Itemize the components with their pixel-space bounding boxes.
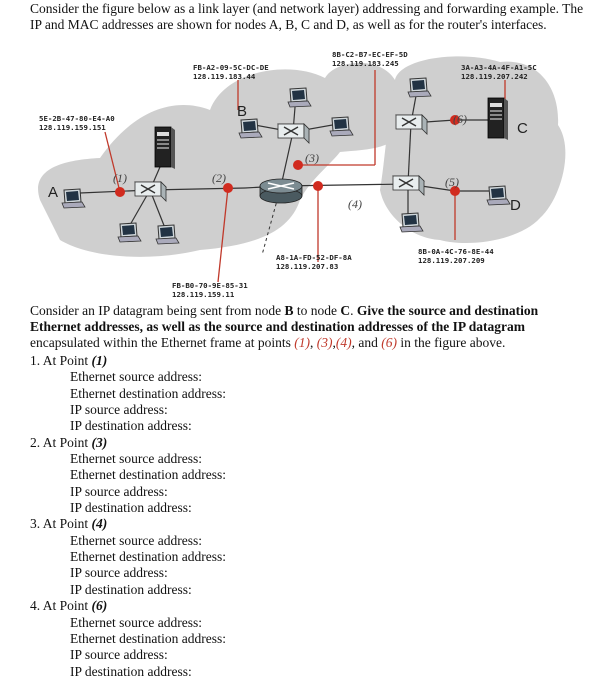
interface-dots (115, 115, 460, 197)
addr-d-ip: 128.119.207.209 (418, 256, 485, 265)
eth-src-field: Ethernet source address: (70, 614, 202, 630)
ip-src-field: IP source address: (70, 565, 168, 581)
eth-dst-field: Ethernet destination address: (70, 549, 226, 565)
intro-paragraph: Consider the figure below as a link laye… (30, 1, 584, 32)
question-point-ref: (1) (294, 335, 311, 350)
question-point-ref: (3) (316, 335, 333, 350)
ip-dst-field: IP destination address: (70, 581, 192, 597)
item-label: 1. At Point (30, 353, 92, 368)
addr-router-4-ip: 128.119.207.83 (276, 262, 338, 271)
item-heading: 4. At Point (6) (30, 598, 226, 614)
question-text: to node (293, 303, 341, 318)
node-c-server-icon (487, 97, 509, 141)
question-bold-text: Give the source and destination Ethernet… (30, 303, 539, 334)
question-text: , and (351, 335, 382, 350)
question-text: encapsulated within the Ethernet frame a… (30, 335, 295, 350)
question-text: in the figure above. (397, 335, 506, 350)
addr-a-mac: 5E-2B-47-80-E4-A0 (39, 114, 115, 123)
item-point: (6) (91, 598, 108, 614)
answer-item-1: 1. At Point (1) Ethernet source address:… (30, 353, 226, 435)
addr-d-mac: 8B-0A-4C-76-8E-44 (418, 247, 494, 256)
item-point: (4) (91, 516, 108, 532)
router-icon (259, 178, 303, 204)
item-label: 4. At Point (30, 598, 92, 614)
item-point: (3) (91, 434, 108, 450)
node-b-label: B (237, 103, 247, 120)
item-heading: 2. At Point (3) (30, 435, 226, 451)
node-a-label: A (48, 184, 58, 201)
question-text: Consider an IP datagram being sent from … (30, 303, 285, 318)
addr-c-ip: 128.119.207.242 (461, 72, 528, 81)
question-point-ref: (6) (381, 335, 398, 350)
item-point: (1) (91, 353, 108, 368)
addr-router-2-ip: 128.119.159.11 (172, 290, 235, 299)
point-1-label: (1) (113, 171, 127, 185)
question-text: . (350, 303, 357, 318)
point-2-label: (2) (212, 171, 226, 185)
item-label: 3. At Point (30, 516, 92, 532)
point-6-label: (6) (453, 112, 467, 126)
eth-src-field: Ethernet source address: (70, 369, 202, 385)
question-text: , (310, 335, 317, 350)
ip-src-field: IP source address: (70, 647, 168, 663)
node-c-label: C (517, 120, 528, 137)
addr-router-4-mac: A8-1A-FD-52-DF-8A (276, 253, 352, 262)
eth-dst-field: Ethernet destination address: (70, 467, 226, 483)
answer-item-3: 3. At Point (4) Ethernet source address:… (30, 516, 226, 598)
addr-b-mac: FB-A2-09-5C-DC-DE (193, 63, 269, 72)
point-3-label: (3) (305, 151, 319, 165)
question-node-to: C (340, 303, 351, 318)
item-heading: 1. At Point (1) (30, 353, 226, 369)
eth-dst-field: Ethernet destination address: (70, 385, 226, 401)
question-paragraph: Consider an IP datagram being sent from … (30, 303, 578, 351)
node-d-label: D (510, 197, 521, 214)
point-5-label: (5) (445, 175, 459, 189)
eth-dst-field: Ethernet destination address: (70, 630, 226, 646)
question-point-ref: (4) (335, 335, 352, 350)
subnet-left-area (38, 62, 395, 257)
point-4-label: (4) (348, 197, 362, 211)
server-icon (154, 126, 176, 170)
item-heading: 3. At Point (4) (30, 516, 226, 532)
ip-src-field: IP source address: (70, 402, 168, 418)
network-diagram: (1) (2) (3) (4) (5) (6) A B C D 5E-2B-47… (38, 50, 566, 299)
addr-c-mac: 3A-A3-4A-4F-A1-5C (461, 63, 537, 72)
answer-item-4: 4. At Point (6) Ethernet source address:… (30, 598, 226, 680)
subnet-right-area (380, 56, 566, 244)
ip-dst-field: IP destination address: (70, 663, 192, 679)
eth-src-field: Ethernet source address: (70, 532, 202, 548)
answer-items: 1. At Point (1) Ethernet source address:… (30, 353, 226, 680)
addr-router-2-mac: FB-B0-70-9E-85-31 (172, 281, 248, 290)
ip-src-field: IP source address: (70, 483, 168, 499)
question-node-from: B (284, 303, 294, 318)
addr-b-ip: 128.119.183.44 (193, 72, 256, 81)
ip-dst-field: IP destination address: (70, 418, 192, 434)
addr-router-3-ip: 128.119.183.245 (332, 59, 399, 68)
ip-dst-field: IP destination address: (70, 500, 192, 516)
addr-a-ip: 128.119.159.151 (39, 123, 106, 132)
addr-router-3-mac: 8B-C2-B7-EC-EF-5D (332, 50, 408, 59)
answer-item-2: 2. At Point (3) Ethernet source address:… (30, 435, 226, 517)
item-label: 2. At Point (30, 434, 92, 450)
eth-src-field: Ethernet source address: (70, 451, 202, 467)
question-text: , (332, 335, 336, 350)
